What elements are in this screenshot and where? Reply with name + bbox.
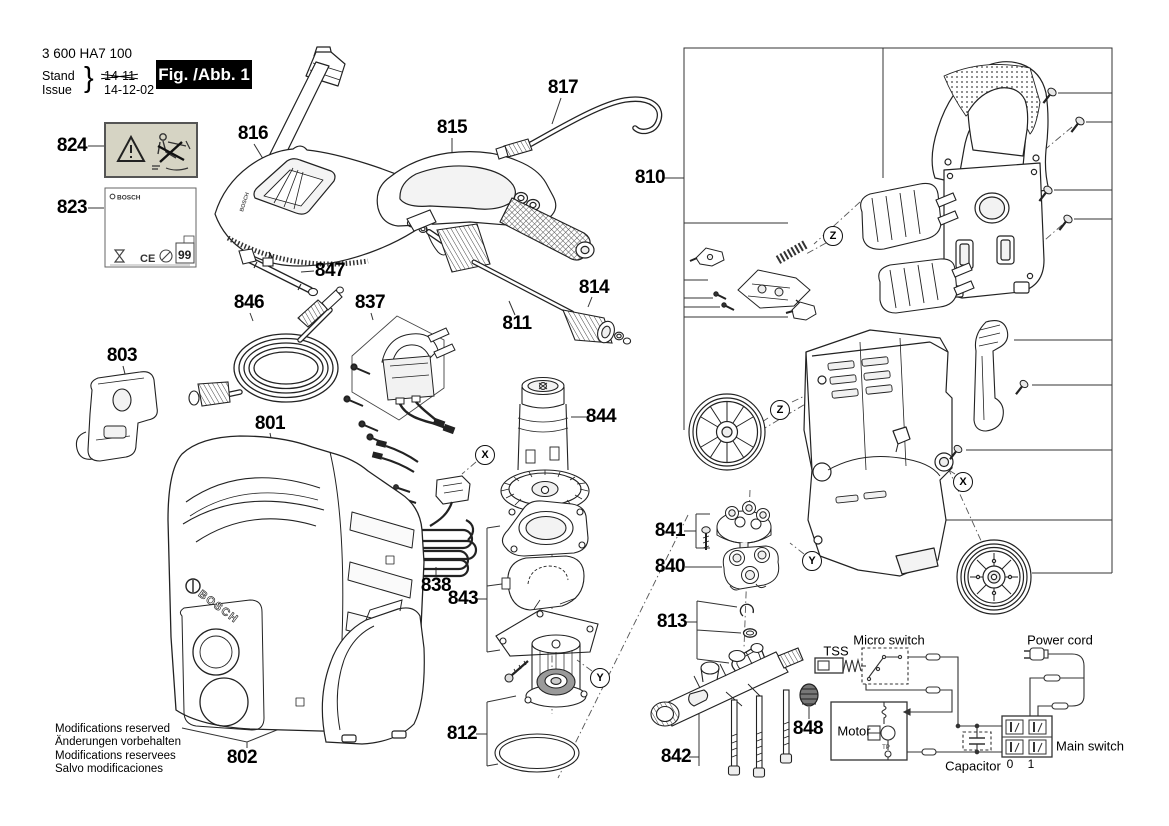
svg-text:TP: TP [882, 745, 890, 751]
stand-label: Stand [42, 69, 75, 83]
schematic-label-motor: Motor [837, 723, 871, 739]
callout-838: 838 [420, 575, 452, 596]
schematic-label-main-switch: Main switch [1056, 738, 1124, 754]
part-810-flaps [860, 182, 975, 314]
part-847-adapter [238, 248, 319, 297]
svg-text:BOSCH: BOSCH [117, 195, 141, 202]
callout-842: 842 [660, 746, 692, 767]
part-814-nozzle [562, 309, 632, 345]
nameplate-label-823: BOSCH CE 99 [104, 187, 197, 268]
schematic-label-micro-switch: Micro switch [853, 632, 925, 648]
schematic-label-tss: TSS [823, 643, 849, 659]
part-810-latch-detail [689, 240, 817, 321]
callout-847: 847 [314, 260, 346, 281]
part-810-screws [949, 87, 1085, 460]
part-811-lance [406, 209, 575, 316]
callout-841: 841 [654, 520, 686, 541]
notice-line-fr: Modifications reservees [55, 749, 176, 762]
callout-803: 803 [106, 345, 138, 366]
notice-line-es: Salvo modificaciones [55, 763, 164, 776]
callout-837: 837 [354, 292, 386, 313]
svg-text:BOSCH: BOSCH [239, 192, 251, 213]
modifications-notice: Modifications reserved Änderungen vorbeh… [55, 723, 181, 777]
part-840-valve-manifold [722, 545, 780, 591]
part-810-right-wheel [956, 539, 1032, 615]
callout-802: 802 [226, 747, 258, 768]
notice-line-en: Modifications reserved [55, 723, 171, 735]
callout-801: 801 [254, 413, 286, 434]
detail-marker-x: X [953, 472, 973, 492]
electrical-schematic: TP [814, 647, 1085, 761]
callout-817: 817 [547, 77, 579, 98]
part-810-left-wheel [688, 393, 766, 471]
part-817-hose [495, 96, 663, 160]
detail-marker-y: Y [802, 551, 822, 571]
callout-816: 816 [237, 123, 269, 144]
warning-label-824 [104, 122, 198, 178]
svg-text:CE: CE [140, 253, 155, 265]
callout-840: 840 [654, 556, 686, 577]
detail-marker-y: Y [590, 668, 610, 688]
part-842-pump-head [650, 642, 804, 778]
callout-810: 810 [634, 167, 666, 188]
part-810-hose-hook [973, 320, 1009, 432]
callout-812: 812 [446, 723, 478, 744]
detail-marker-z: Z [770, 400, 790, 420]
part-846-pressure-hose [188, 286, 344, 407]
part-803-holder [75, 371, 158, 462]
part-815-spray-gun [376, 151, 595, 261]
schematic-label-capacitor: Capacitor [945, 758, 1001, 774]
stand-value: 14-11 [104, 69, 136, 83]
part-802-bottom-cover [321, 599, 425, 745]
part-848-grommet [799, 683, 819, 707]
callout-813: 813 [656, 611, 688, 632]
part-837-switch-assembly [343, 315, 456, 445]
callout-823: 823 [56, 197, 88, 218]
part-843-pump-housing-stack [495, 500, 599, 708]
callout-815: 815 [436, 117, 468, 138]
callout-811: 811 [502, 313, 532, 334]
callout-846: 846 [233, 292, 265, 313]
brace: } [84, 62, 94, 94]
callout-843: 843 [447, 588, 479, 609]
part-841-valve-head [701, 501, 772, 559]
issue-label: Issue [42, 83, 72, 97]
part-810-chassis [803, 329, 954, 577]
callout-814: 814 [578, 277, 610, 298]
notice-line-de: Änderungen vorbehalten [55, 736, 181, 749]
part-812-seal-kit [494, 660, 580, 773]
switch-position-0: 0 [1006, 757, 1014, 771]
part-816-patio-cleaner: BOSCH [214, 46, 448, 267]
schematic-label-power-cord: Power cord [1027, 632, 1093, 648]
callout-848: 848 [792, 718, 824, 739]
part-844-motor [500, 376, 590, 527]
figure-title: Fig. /Abb. 1 [156, 60, 252, 89]
callout-824: 824 [56, 135, 88, 156]
svg-text:99: 99 [178, 248, 192, 262]
switch-position-1: 1 [1027, 757, 1035, 771]
detail-marker-x: X [475, 445, 495, 465]
callout-844: 844 [585, 406, 617, 427]
detail-marker-z: Z [823, 226, 843, 246]
type-number: 3 600 HA7 100 [42, 46, 133, 61]
issue-value: 14-12-02 [104, 83, 155, 97]
